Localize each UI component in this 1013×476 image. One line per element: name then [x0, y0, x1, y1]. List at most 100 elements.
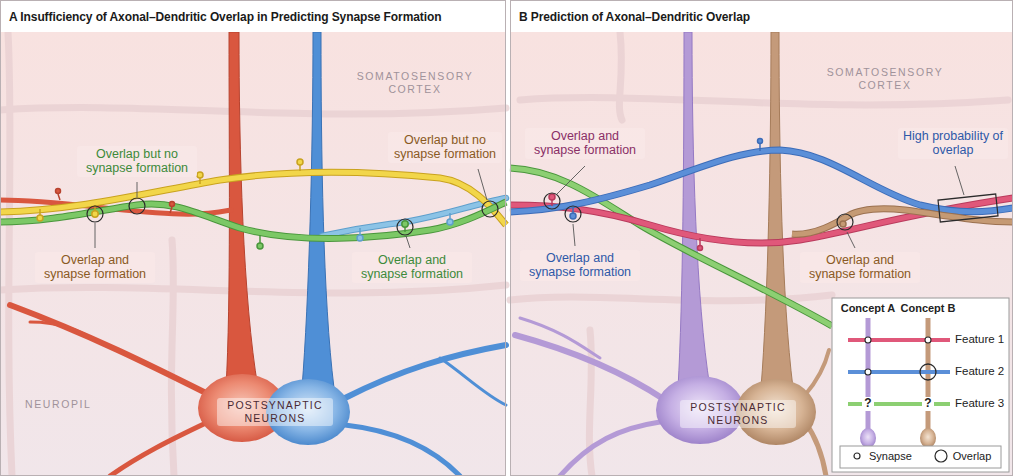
feature-label: Feature 2	[955, 365, 1004, 379]
legend-symbol	[935, 450, 947, 462]
dendritic-spine	[56, 189, 61, 194]
probability-box	[938, 194, 998, 222]
axon	[510, 150, 1013, 212]
basal-dendrite	[110, 422, 208, 476]
region-label: SOMATOSENSORY CORTEX	[350, 70, 480, 96]
leader-line	[847, 232, 855, 248]
bouton	[840, 221, 846, 227]
synapse-dot	[865, 337, 871, 343]
bouton	[197, 172, 203, 178]
overlap-circle	[87, 206, 103, 222]
overlap-circle	[920, 364, 936, 380]
overlap-circle	[482, 201, 498, 217]
legend-item: Overlap	[934, 449, 992, 463]
panel-title: A Insufficiency of Axonal–Dendritic Over…	[1, 1, 505, 32]
dendritic-spine	[170, 202, 175, 207]
bouton	[92, 211, 98, 217]
basal-dendrite	[30, 322, 100, 343]
basal-dendrite	[345, 425, 460, 476]
synapse-dot	[925, 337, 931, 343]
bouton-stalk	[551, 200, 553, 206]
faint-neurite	[520, 98, 1008, 105]
bouton-stalk	[39, 209, 41, 215]
overlap-circle	[544, 193, 560, 209]
concept-soma	[860, 428, 876, 448]
leader-line	[573, 224, 575, 246]
leader-lines	[95, 169, 487, 248]
faint-neurite	[0, 285, 506, 293]
leader-line	[406, 236, 410, 248]
leader-lines	[557, 166, 964, 248]
bouton-stalk	[199, 178, 201, 184]
leader-line	[137, 182, 138, 197]
basal-dendrite	[805, 350, 829, 395]
spine-stalk	[170, 207, 172, 213]
axon-outline	[0, 202, 506, 238]
basal-dendrite	[440, 358, 506, 405]
callout-label: Overlap and synapse formation	[520, 250, 640, 281]
overlap-markers	[544, 193, 998, 230]
panel-ground	[0, 32, 506, 476]
apical-dendrite	[302, 32, 334, 388]
bouton	[297, 159, 303, 165]
bouton-stalk	[299, 165, 301, 171]
callout-label: Overlap but no synapse formation	[77, 146, 197, 177]
bouton	[698, 246, 703, 251]
region-label: NEUROPIL	[25, 398, 91, 411]
bouton-stalk	[759, 144, 761, 151]
legend-text: Overlap	[953, 450, 992, 462]
bouton-stalk	[259, 235, 261, 243]
leader-line	[557, 166, 585, 194]
leader-line	[478, 169, 487, 200]
leader-line	[95, 223, 96, 248]
overlap-circle	[397, 219, 413, 235]
overlap-circle	[129, 198, 145, 214]
apical-dendrite	[678, 32, 710, 388]
callout-label: Overlap and synapse formation	[35, 252, 155, 283]
axon-outline	[792, 209, 1013, 234]
bouton-stalk	[359, 228, 361, 235]
legend-symbol	[854, 453, 860, 459]
feature-label: Feature 3	[955, 397, 1004, 411]
unknown-mark: ?	[922, 397, 933, 410]
concept-soma	[920, 428, 936, 448]
feature-label: Feature 1	[955, 333, 1004, 347]
panel-title: B Prediction of Axonal–Dendritic Overlap	[511, 1, 1012, 32]
synapse-dot	[865, 369, 871, 375]
callout-label: Overlap and synapse formation	[525, 128, 645, 159]
axon-outline	[510, 168, 832, 326]
overlap-circle	[565, 206, 581, 222]
legend: SynapseOverlap	[850, 449, 991, 463]
basal-dendrites	[0, 200, 231, 476]
faint-neurite	[0, 108, 506, 115]
overlap-circle	[837, 214, 853, 230]
bouton	[402, 221, 408, 227]
bouton	[357, 235, 363, 241]
basal-dendrite	[515, 335, 665, 400]
bouton-stalk	[449, 213, 451, 219]
bouton	[257, 243, 263, 249]
leader-line	[955, 166, 964, 195]
basal-dendrite	[560, 422, 660, 476]
legend-box	[832, 298, 1009, 472]
legend-sample	[850, 449, 864, 463]
basal-dendrites	[515, 318, 665, 476]
feature-axon	[848, 370, 950, 374]
bouton	[37, 215, 43, 221]
bouton	[549, 194, 555, 200]
overlap-markers	[87, 198, 498, 235]
axon-outline	[510, 150, 1013, 212]
basal-dendrite	[520, 318, 600, 358]
neuron-label: POSTSYNAPTIC NEURONS	[680, 400, 796, 428]
apical-dendrite	[761, 32, 793, 388]
legend-sample	[934, 449, 948, 463]
faint-neurite	[619, 32, 622, 120]
bouton-stalk	[699, 238, 701, 245]
callout-label: Overlap and synapse formation	[800, 252, 920, 283]
bouton	[447, 219, 453, 225]
axon	[510, 168, 832, 326]
spine-stalk	[58, 194, 60, 200]
basal-dendrites	[345, 345, 506, 476]
